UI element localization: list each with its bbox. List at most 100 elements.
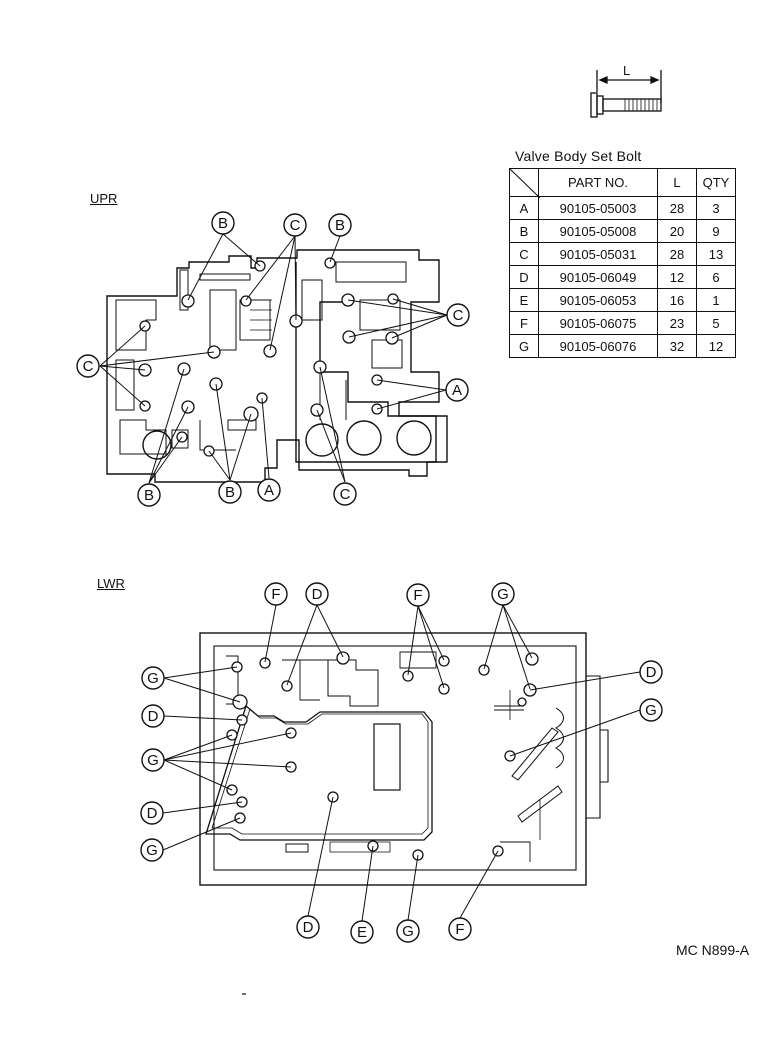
row-qty: 13 [696,242,736,266]
table-corner-cell [509,168,540,198]
callout-lower-f1: F [264,582,288,606]
svg-text:G: G [147,752,159,769]
row-part-no: 90105-06076 [538,334,658,358]
callout-upper-b2: B [328,213,352,237]
svg-text:C: C [453,307,464,324]
callout-upper-c3: C [446,303,470,327]
callout-upper-b3: B [137,483,161,507]
row-part-no: 90105-05008 [538,219,658,243]
table-title: Valve Body Set Bolt [515,148,642,164]
svg-text:D: D [646,664,657,681]
row-key: E [509,288,539,312]
row-key: B [509,219,539,243]
callout-lower-g4: G [141,748,165,772]
callout-lower-g1: G [491,582,515,606]
svg-text:E: E [357,924,367,941]
row-length: 20 [657,219,697,243]
row-length: 32 [657,334,697,358]
bolt-illustration [590,70,662,118]
row-key: D [509,265,539,289]
row-part-no: 90105-05031 [538,242,658,266]
row-part-no: 90105-06053 [538,288,658,312]
callout-upper-c4: C [333,482,357,506]
row-part-no: 90105-05003 [538,196,658,220]
svg-text:B: B [225,484,235,501]
svg-text:A: A [264,482,274,499]
row-length: 12 [657,265,697,289]
row-length: 28 [657,242,697,266]
row-qty: 6 [696,265,736,289]
table-header-row: PART NO. L QTY [509,168,736,198]
row-qty: 3 [696,196,736,220]
callout-lower-g6: G [396,919,420,943]
svg-text:F: F [413,587,422,604]
callout-upper-a1: A [445,378,469,402]
svg-text:G: G [645,702,657,719]
svg-text:F: F [455,921,464,938]
svg-text:D: D [303,919,314,936]
diagonal-line-icon [510,169,540,198]
header-length: L [657,168,697,197]
svg-text:G: G [146,842,158,859]
svg-text:B: B [144,487,154,504]
svg-text:G: G [147,670,159,687]
callout-lower-d5: D [296,915,320,939]
svg-text:D: D [312,586,323,603]
callout-lower-g3: G [639,698,663,722]
lower-leader-lines [162,604,641,922]
callout-upper-b1: B [211,211,235,235]
callout-lower-e1: E [350,920,374,944]
lower-callouts: F D F G G D D G G D G D E G F [140,582,663,944]
row-qty: 12 [696,334,736,358]
callout-upper-a2: A [257,478,281,502]
callout-lower-d2: D [639,660,663,684]
row-length: 23 [657,311,697,335]
row-length: 16 [657,288,697,312]
svg-text:B: B [335,217,345,234]
svg-text:B: B [218,215,228,232]
svg-text:G: G [402,923,414,940]
svg-text:C: C [290,217,301,234]
callout-lower-g2: G [141,666,165,690]
callout-upper-c1: C [283,213,307,237]
svg-text:D: D [148,708,159,725]
upper-callouts: B C B C C A B B A C [76,211,470,507]
header-part-no: PART NO. [538,168,658,197]
dimension-label: L [623,63,630,78]
svg-text:F: F [271,586,280,603]
svg-text:C: C [83,358,94,375]
row-key: C [509,242,539,266]
svg-text:C: C [340,486,351,503]
svg-text:D: D [147,805,158,822]
row-key: F [509,311,539,335]
callout-lower-f3: F [448,917,472,941]
row-part-no: 90105-06075 [538,311,658,335]
row-qty: 1 [696,288,736,312]
upper-section-label: UPR [90,191,118,206]
row-key: A [509,196,539,220]
row-qty: 9 [696,219,736,243]
callout-upper-b4: B [218,480,242,504]
svg-text:A: A [452,382,462,399]
callout-upper-c2: C [76,354,100,378]
upper-leader-lines [99,233,448,484]
row-length: 28 [657,196,697,220]
upper-valve-body [106,249,448,483]
callout-lower-d1: D [305,582,329,606]
callout-lower-g5: G [140,838,164,862]
callout-lower-d3: D [141,704,165,728]
row-key: G [509,334,539,358]
lower-valve-body [199,632,609,886]
header-qty: QTY [696,168,736,197]
row-part-no: 90105-06049 [538,265,658,289]
lower-section-label: LWR [97,576,125,591]
